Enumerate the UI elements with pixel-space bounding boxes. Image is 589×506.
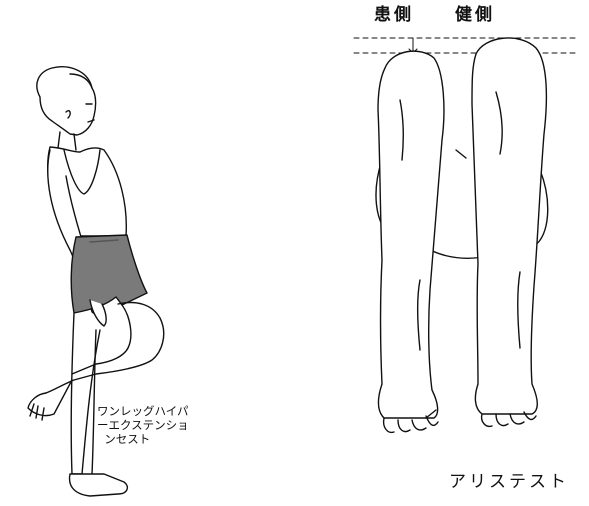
healthy-foot (480, 411, 537, 428)
figure-shorts (70, 234, 148, 314)
figure-head (36, 66, 97, 136)
allis-figure (353, 37, 579, 434)
healthy-leg (471, 37, 548, 415)
affected-side-label: 患側 (374, 5, 414, 25)
figure-raised-foot (27, 379, 73, 421)
hyperextension-test-caption: ワンレッグハイパ ーエクステンショ ンセスト (97, 404, 189, 446)
pelvis-outline (375, 149, 549, 259)
standing-figure (27, 66, 165, 497)
figure-standing-foot (68, 473, 129, 497)
affected-leg (377, 50, 445, 419)
allis-test-title: アリステスト (449, 472, 569, 492)
healthy-side-label: 健側 (455, 5, 495, 25)
figure-bent-leg (45, 301, 165, 394)
affected-foot (382, 415, 439, 434)
